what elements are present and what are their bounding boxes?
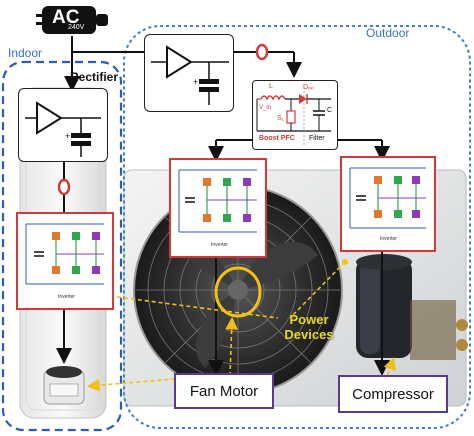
indoor-region-border: [1, 60, 123, 432]
ac-voltage: 240V: [68, 24, 85, 31]
inverter-label: Inverter: [380, 236, 397, 242]
inverter-circuit-symbol: [25, 223, 104, 285]
pfc-switch-label: S₁: [277, 115, 285, 122]
fan-motor-photo: [43, 366, 85, 405]
pfc-capacitor-label: C: [327, 107, 333, 114]
inverter-label: Inverter: [58, 294, 75, 300]
outdoor-rectifier-box: +: [144, 34, 234, 112]
pfc-circuit-symbol: [256, 87, 331, 145]
power-devices-label: Power Devices: [274, 312, 344, 342]
filter-label: Filter: [309, 135, 325, 142]
power-device-highlight: [214, 266, 262, 318]
inverter-circuit-symbol: [349, 167, 426, 229]
fan-motor-label: Fan Motor: [174, 373, 274, 409]
boost-pfc-label: Boost PFC: [259, 135, 295, 142]
inverter-circuit-symbol: [178, 169, 257, 233]
power-devices-line2: Devices: [284, 327, 334, 342]
inverter-label: Inverter: [211, 242, 228, 248]
compressor-label: Compressor: [338, 375, 448, 413]
indoor-label: Indoor: [8, 46, 43, 60]
ac-plug: AC 240V: [36, 4, 108, 34]
pfc-diode-label: Dₚₚ: [303, 84, 315, 91]
outdoor-label: Outdoor: [366, 26, 410, 40]
outdoor-fan-inverter-box: Inverter: [169, 158, 267, 258]
pfc-inductor-label: L: [269, 83, 273, 90]
indoor-rectifier-box: +: [18, 88, 108, 162]
outdoor-compressor-inverter-box: Inverter: [340, 156, 436, 252]
svg-text:+: +: [65, 131, 70, 141]
current-sensor-outdoor: [255, 43, 269, 61]
plug-icon: [36, 6, 108, 34]
rectifier-symbol: +: [151, 45, 229, 105]
pfc-input-label: V_in: [259, 105, 272, 111]
outdoor-region-border: [123, 25, 471, 429]
svg-text:+: +: [193, 77, 198, 87]
power-devices-line1: Power: [289, 312, 329, 327]
current-sensor-indoor: [57, 178, 71, 196]
boost-pfc-box: L Dₚₚ V_in S₁ C Boost PFC Filter: [252, 80, 338, 150]
indoor-inverter-box: Inverter: [16, 212, 114, 310]
ac-label: AC: [52, 7, 80, 28]
rectifier-symbol: +: [25, 101, 101, 157]
rectifier-label: Rectifier: [70, 70, 119, 84]
